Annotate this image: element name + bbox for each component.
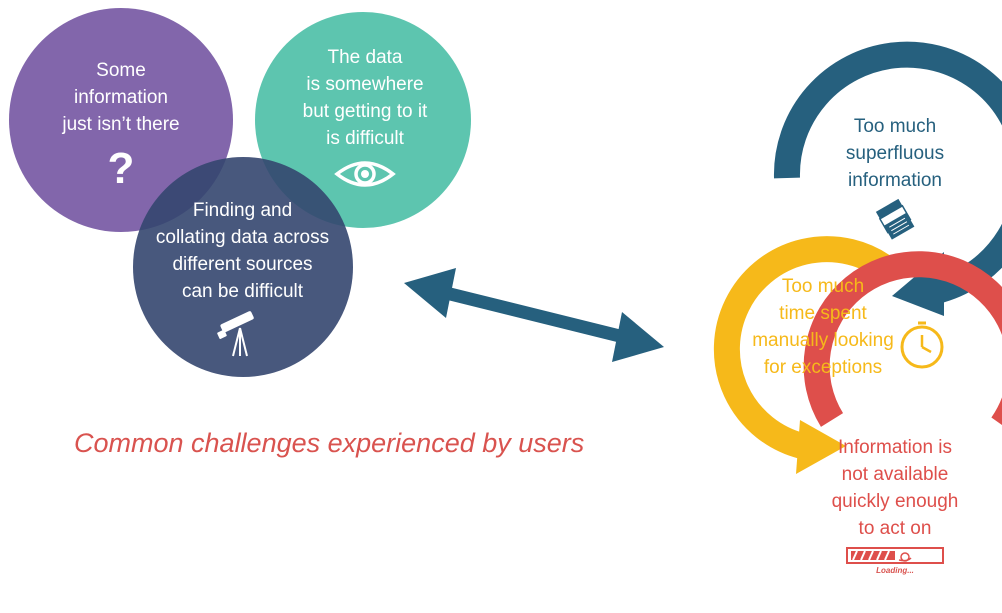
- circle-collating-label: Finding and collating data across differ…: [155, 200, 330, 302]
- circle-access-label: The data is somewhere but getting to it …: [302, 47, 428, 149]
- loading-bar-icon: [846, 547, 944, 564]
- telescope-icon: [217, 311, 254, 357]
- cycle-ring-manual: [713, 236, 896, 474]
- document-stack-icon: [875, 198, 915, 240]
- cycle-ring-speed: [803, 251, 1002, 427]
- diagram-caption: Common challenges experienced by users: [74, 428, 585, 458]
- cycle-speed-label: Information is not available quickly eno…: [831, 437, 959, 539]
- double-arrow-icon: [404, 268, 664, 362]
- question-mark-icon: ?: [108, 144, 135, 193]
- cycle-manual-label: Too much time spent manually looking for…: [752, 276, 894, 378]
- cycle-superfluous-label: Too much superfluous information: [845, 116, 945, 191]
- loading-text: Loading...: [876, 566, 914, 575]
- circle-missing-info: [9, 8, 233, 232]
- circle-access-difficult: [255, 12, 471, 228]
- clock-icon: [900, 321, 944, 369]
- circle-collating: [133, 157, 353, 377]
- eye-icon: [334, 161, 396, 187]
- circle-missing-label: Some information just isn’t there: [62, 60, 180, 135]
